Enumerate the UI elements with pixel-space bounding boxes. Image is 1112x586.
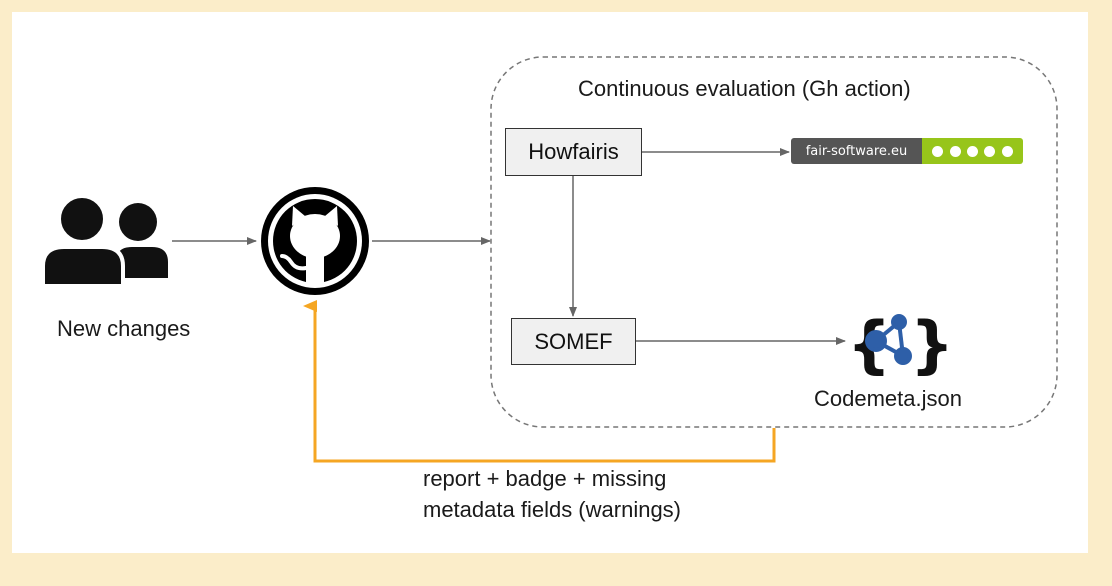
badge-score	[922, 138, 1023, 164]
badge-dot	[984, 145, 996, 157]
codemeta-label: Codemeta.json	[814, 386, 962, 411]
feedback-label-line1: report + badge + missing	[423, 466, 667, 491]
badge-dot	[932, 145, 944, 157]
badge-dot	[1001, 145, 1013, 157]
feedback-arrow	[303, 300, 776, 463]
somef-node: SOMEF	[511, 318, 636, 365]
github-icon	[261, 187, 369, 295]
evaluation-group-container	[490, 56, 1058, 428]
fair-software-badge: fair-software.eu	[791, 138, 1023, 164]
badge-dot	[949, 145, 961, 157]
diagram-canvas	[12, 12, 1088, 553]
svg-text:}: }	[910, 308, 954, 381]
badge-dot	[966, 145, 978, 157]
codemeta-icon: { }	[847, 308, 954, 381]
users-icon	[41, 194, 168, 288]
group-title: Continuous evaluation (Gh action)	[578, 76, 911, 101]
feedback-label-line2: metadata fields (warnings)	[423, 497, 682, 522]
actor-label: New changes	[57, 316, 191, 341]
howfairis-node: Howfairis	[505, 128, 642, 176]
howfairis-label: Howfairis	[528, 139, 619, 164]
somef-label: SOMEF	[534, 328, 613, 354]
badge-label: fair-software.eu	[791, 138, 922, 164]
